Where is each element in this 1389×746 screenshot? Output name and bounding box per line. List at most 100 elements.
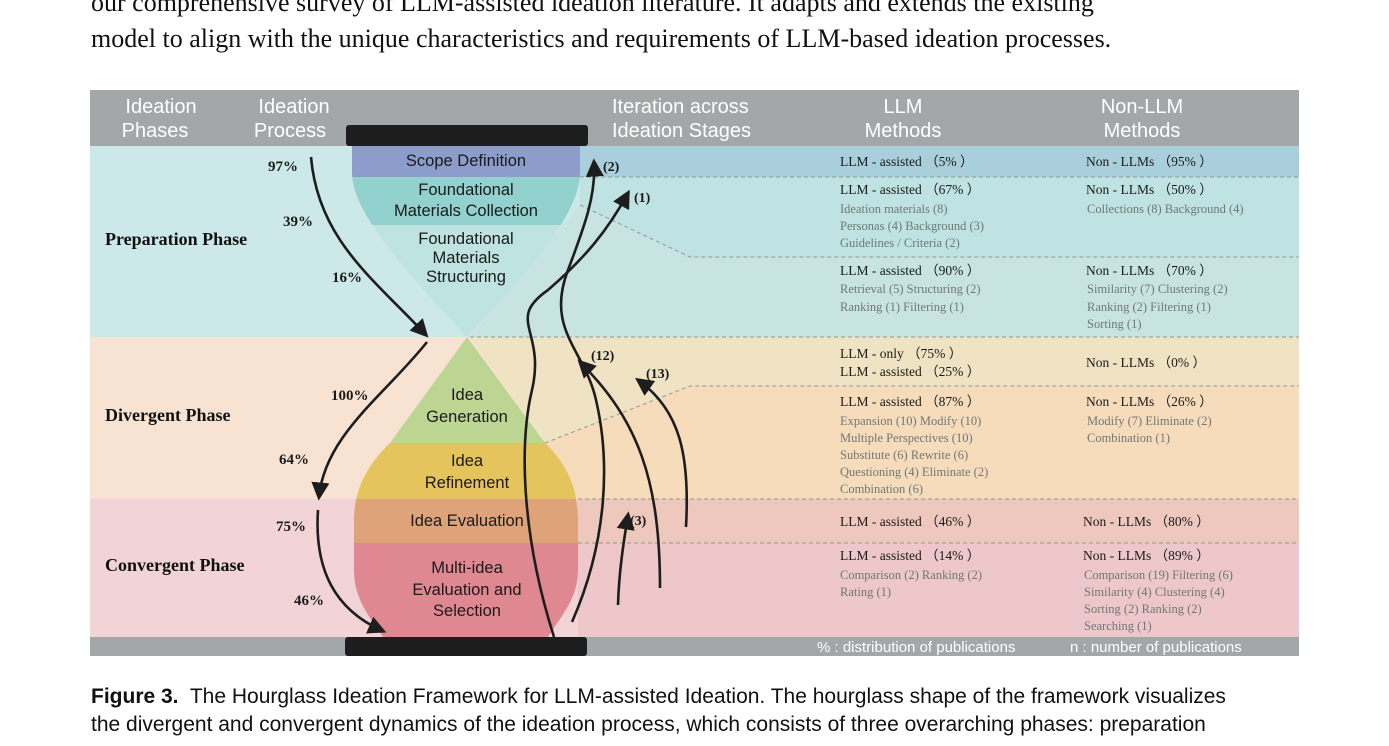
stage-structuring-line1: Foundational bbox=[418, 230, 513, 248]
llm-collection-detail-2: Personas (4) Background (3) bbox=[840, 219, 984, 233]
structuring-region bbox=[470, 205, 1299, 337]
iteration-arrows bbox=[523, 158, 689, 638]
caption-line-1: Figure 3. The Hourglass Ideation Framewo… bbox=[91, 683, 1301, 711]
nonllm-structuring-detail-2: Ranking (2) Filtering (1) bbox=[1087, 300, 1211, 314]
intro-line-2: model to align with the unique character… bbox=[91, 24, 1112, 53]
nonllm-structuring-detail-1: Similarity (7) Clustering (2) bbox=[1087, 282, 1228, 296]
iteration-13: (13) bbox=[646, 367, 670, 382]
figure-caption: Figure 3. The Hourglass Ideation Framewo… bbox=[91, 683, 1301, 739]
llm-refinement-detail-3: Substitute (6) Rewrite (6) bbox=[840, 448, 968, 462]
llm-collection-detail-1: Ideation materials (8) bbox=[840, 202, 948, 216]
caption-text-1: The Hourglass Ideation Framework for LLM… bbox=[189, 685, 1226, 708]
stage-multi-idea-line2: Evaluation and bbox=[412, 581, 521, 599]
stage-refinement-line2: Refinement bbox=[425, 474, 510, 492]
nonllm-collection: Non - LLMs （50% ） bbox=[1086, 182, 1213, 197]
pct-75: 75% bbox=[276, 519, 306, 535]
nonllm-evaluation: Non - LLMs （80% ） bbox=[1083, 514, 1210, 529]
header-process-line2: Process bbox=[254, 120, 326, 142]
stage-multi-idea-line3: Selection bbox=[433, 602, 501, 620]
llm-structuring: LLM - assisted （90% ） bbox=[840, 263, 980, 278]
process-flow-arrows bbox=[309, 156, 429, 634]
llm-selection-detail-1: Comparison (2) Ranking (2) bbox=[840, 568, 982, 582]
hourglass-bottom-cap bbox=[345, 637, 587, 656]
stage-idea-evaluation: Idea Evaluation bbox=[410, 512, 524, 530]
llm-refinement-detail-4: Questioning (4) Eliminate (2) bbox=[840, 465, 988, 479]
intro-line-1: our comprehensive survey of LLM-assisted… bbox=[91, 0, 1094, 17]
stage-structuring-line3: Structuring bbox=[426, 268, 506, 286]
collection-region bbox=[580, 177, 1299, 257]
pct-64: 64% bbox=[279, 452, 309, 468]
pct-46: 46% bbox=[294, 593, 324, 609]
caption-label: Figure 3. bbox=[91, 685, 179, 708]
stage-generation-line2: Generation bbox=[426, 408, 508, 426]
iteration-12: (12) bbox=[591, 349, 615, 364]
iteration-2: (2) bbox=[603, 160, 620, 175]
foundational-collection-stage bbox=[352, 177, 580, 225]
selection-region bbox=[578, 543, 1299, 637]
header-process-line1: Ideation bbox=[258, 96, 329, 118]
caption-text-2: the divergent and convergent dynamics of… bbox=[91, 713, 1206, 736]
header-nonllm-line1: Non-LLM bbox=[1101, 96, 1183, 118]
nonllm-refinement-detail-2: Combination (1) bbox=[1087, 431, 1170, 445]
idea-evaluation-stage bbox=[354, 499, 578, 543]
llm-selection: LLM - assisted （14% ） bbox=[840, 548, 980, 563]
generation-region bbox=[470, 337, 1299, 443]
llm-generation-assisted: LLM - assisted （25% ） bbox=[840, 364, 980, 379]
stage-collection-line2: Materials Collection bbox=[394, 202, 538, 220]
hourglass-top-cap bbox=[346, 125, 588, 146]
legend-number: n : number of publications bbox=[1070, 639, 1242, 656]
dashed-separators bbox=[470, 176, 1299, 544]
llm-generation-only: LLM - only （75% ） bbox=[840, 346, 962, 361]
header-llm-line2: Methods bbox=[865, 120, 942, 142]
phase-preparation: Preparation Phase bbox=[105, 229, 247, 249]
idea-refinement-stage bbox=[354, 443, 578, 499]
header-bar bbox=[90, 90, 1299, 146]
nonllm-structuring: Non - LLMs （70% ） bbox=[1086, 263, 1213, 278]
nonllm-selection-detail-4: Searching (1) bbox=[1084, 619, 1152, 633]
header-iteration-line1: Iteration across bbox=[612, 96, 749, 118]
header-phases-line1: Ideation bbox=[125, 96, 196, 118]
stage-generation-line1: Idea bbox=[451, 386, 484, 404]
nonllm-structuring-detail-3: Sorting (1) bbox=[1087, 317, 1142, 331]
phase-convergent: Convergent Phase bbox=[105, 555, 244, 575]
llm-collection: LLM - assisted （67% ） bbox=[840, 182, 980, 197]
pct-16: 16% bbox=[332, 270, 362, 286]
refinement-region bbox=[545, 386, 1299, 499]
nonllm-selection-detail-2: Similarity (4) Clustering (4) bbox=[1084, 585, 1225, 599]
nonllm-generation: Non - LLMs （0% ） bbox=[1086, 355, 1206, 370]
llm-refinement-detail-1: Expansion (10) Modify (10) bbox=[840, 414, 981, 428]
llm-structuring-detail-2: Ranking (1) Filtering (1) bbox=[840, 300, 964, 314]
nonllm-scope: Non - LLMs （95% ） bbox=[1086, 154, 1213, 169]
nonllm-refinement-detail-1: Modify (7) Eliminate (2) bbox=[1087, 414, 1212, 428]
stage-structuring-line2: Materials bbox=[433, 249, 500, 267]
pct-100: 100% bbox=[331, 388, 369, 404]
legend-percent: % : distribution of publications bbox=[817, 639, 1015, 656]
llm-collection-detail-3: Guidelines / Criteria (2) bbox=[840, 236, 960, 250]
phase-divergent: Divergent Phase bbox=[105, 405, 230, 425]
stage-scope-definition: Scope Definition bbox=[406, 152, 526, 170]
iteration-1: (1) bbox=[634, 191, 651, 206]
llm-refinement-detail-2: Multiple Perspectives (10) bbox=[840, 431, 973, 445]
header-llm-line1: LLM bbox=[884, 96, 923, 118]
nonllm-selection-detail-3: Sorting (2) Ranking (2) bbox=[1084, 602, 1202, 616]
nonllm-refinement: Non - LLMs （26% ） bbox=[1086, 394, 1213, 409]
nonllm-selection-detail-1: Comparison (19) Filtering (6) bbox=[1084, 568, 1233, 582]
scope-region bbox=[580, 146, 1299, 177]
stage-collection-line1: Foundational bbox=[418, 181, 513, 199]
nonllm-selection: Non - LLMs （89% ） bbox=[1083, 548, 1210, 563]
stage-refinement-line1: Idea bbox=[451, 452, 484, 470]
pct-97: 97% bbox=[268, 159, 298, 175]
llm-refinement: LLM - assisted （87% ） bbox=[840, 394, 980, 409]
header-nonllm-line2: Methods bbox=[1104, 120, 1181, 142]
llm-selection-detail-2: Rating (1) bbox=[840, 585, 891, 599]
iteration-3: (3) bbox=[630, 514, 647, 529]
header-iteration-line2: Ideation Stages bbox=[612, 120, 751, 142]
llm-scope: LLM - assisted （5% ） bbox=[840, 154, 973, 169]
llm-refinement-detail-5: Combination (6) bbox=[840, 482, 923, 496]
llm-structuring-detail-1: Retrieval (5) Structuring (2) bbox=[840, 282, 981, 296]
evaluation-region bbox=[578, 499, 1299, 543]
pct-39: 39% bbox=[283, 214, 313, 230]
scope-definition-stage bbox=[352, 146, 580, 177]
header-phases-line2: Phases bbox=[122, 120, 189, 142]
